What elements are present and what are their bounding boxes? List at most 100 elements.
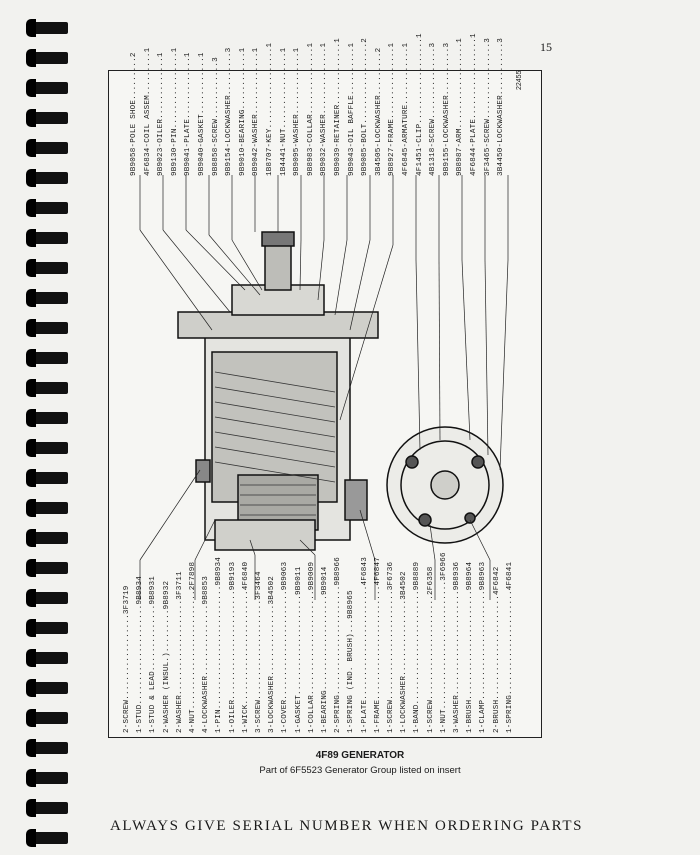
binding-ring bbox=[26, 109, 68, 127]
leader-lines-bottom bbox=[139, 469, 491, 600]
binding-ring bbox=[26, 259, 68, 277]
part-label: 1-STUD.....................9B8934 bbox=[136, 576, 145, 733]
part-label: 9B8983-COLLAR..............1 bbox=[306, 42, 315, 176]
part-label: 9B9010-BEARING............1 bbox=[238, 47, 247, 176]
part-label: 1-WICK........................4F6840 bbox=[241, 561, 250, 733]
part-label: 3F3465-SCREW................3 bbox=[483, 38, 492, 176]
part-label: 9B9130-PIN................1 bbox=[170, 47, 179, 176]
part-label: 1-SCREW.......................3F6736 bbox=[387, 561, 395, 733]
part-label: 4-LOCKWASHER...............9B8853 bbox=[202, 576, 211, 733]
part-label: 9B8858-SCREW............3 bbox=[211, 57, 220, 176]
binding-ring bbox=[26, 379, 68, 397]
part-label: 4F6844-PLATE.................1 bbox=[470, 33, 478, 176]
part-label: 4F1451-CLIP..................1 bbox=[415, 33, 424, 176]
part-label: 1-SCREW......................2F6358 bbox=[426, 566, 435, 734]
part-label: 9B9043-OIL BAFFLE..........1 bbox=[347, 42, 356, 176]
part-label: 1-COVER.......................9B9063 bbox=[281, 561, 290, 733]
part-label: 2-BRUSH......................4F6842 bbox=[492, 566, 501, 734]
shaft-nut bbox=[261, 231, 295, 247]
part-label: 1-FRAME........................4F6847 bbox=[373, 556, 382, 733]
part-label: 9B8987-ARM..................1 bbox=[456, 38, 465, 176]
part-label: 3-SCREW.....................3F3464 bbox=[255, 571, 263, 733]
part-label: 9B9085-BOLT.................2 bbox=[361, 38, 370, 176]
part-label: 1-STUD & LEAD..............9B8931 bbox=[149, 576, 158, 733]
ordering-notice: ALWAYS GIVE SERIAL NUMBER WHEN ORDERING … bbox=[110, 818, 584, 834]
armature-windings bbox=[214, 371, 336, 516]
part-label: 9B9155-LOCKWASHER..........3 bbox=[442, 42, 451, 176]
part-label: 1-PIN..........................9B8934 bbox=[215, 556, 224, 733]
binding-ring bbox=[26, 349, 68, 367]
binding-ring bbox=[26, 79, 68, 97]
part-label: 9B9095-WASHER.............1 bbox=[293, 47, 302, 176]
part-label: 2-SPRING.......................9B8966 bbox=[334, 556, 343, 733]
generator-housing bbox=[177, 231, 379, 551]
part-label: 2-SCREW..................3F3719 bbox=[123, 585, 131, 733]
binding-ring bbox=[26, 799, 68, 817]
binding-ring bbox=[26, 499, 68, 517]
part-label: 9B9154-LOCKWASHER.........3 bbox=[225, 47, 234, 176]
binding-ring bbox=[26, 139, 68, 157]
part-label: 1-CLAMP.......................9B8963 bbox=[479, 561, 488, 733]
figure-reference-number: 22455 bbox=[516, 70, 523, 90]
part-label: 4B1318-SCREW...............3 bbox=[429, 42, 438, 176]
part-label: 1-BRUSH.......................9B8964 bbox=[466, 561, 475, 733]
part-label: 9B9039-RETAINER.............1 bbox=[334, 38, 342, 176]
binding-ring bbox=[26, 559, 68, 577]
end-cover bbox=[214, 519, 316, 551]
part-label: 4F6845-ARMATURE............1 bbox=[402, 42, 410, 176]
part-label: 1B4441-NUT................1 bbox=[279, 47, 288, 176]
figure-title: 4F89 GENERATOR bbox=[315, 750, 405, 761]
brush-plate-hub bbox=[430, 470, 460, 500]
part-label: 3B4450-LOCKWASHER...........3 bbox=[497, 38, 506, 176]
part-label: 9B9058-POLE SHOE.........2 bbox=[130, 52, 138, 176]
binding-ring bbox=[26, 589, 68, 607]
part-label: 1-GASKET.....................9B9011 bbox=[294, 566, 303, 734]
binding-ring bbox=[26, 709, 68, 727]
binding-ring bbox=[26, 409, 68, 427]
binding-ring bbox=[26, 49, 68, 67]
part-label: 1-BAND........................9B8889 bbox=[413, 561, 422, 733]
end-plate-flange bbox=[177, 311, 379, 339]
binding-ring bbox=[26, 679, 68, 697]
binding-ring bbox=[26, 289, 68, 307]
binding-ring bbox=[26, 169, 68, 187]
part-label: 9B8927-FRAME...............1 bbox=[388, 42, 397, 176]
part-label: 1-SPRING......................4F6841 bbox=[505, 561, 514, 733]
part-label: 4-NUT.........................2F7898 bbox=[189, 561, 197, 733]
brush-plate bbox=[386, 426, 504, 544]
binding-ring bbox=[26, 199, 68, 217]
part-label: 1-OILER.......................9B9193 bbox=[228, 561, 237, 733]
part-label: 1-PLATE........................4F6843 bbox=[360, 556, 369, 733]
binding-ring bbox=[26, 229, 68, 247]
spiral-binding bbox=[0, 0, 70, 855]
part-label: 2-WASHER (INSUL.).........9B8932 bbox=[162, 580, 171, 733]
binding-ring bbox=[26, 739, 68, 757]
part-label: 1B8707-KEY.................1 bbox=[266, 42, 274, 176]
part-label: 9B9023-OILER.............1 bbox=[157, 52, 166, 176]
figure-subtitle: Part of 6F5523 Generator Group listed on… bbox=[259, 765, 461, 776]
binding-ring bbox=[26, 19, 68, 37]
binding-ring bbox=[26, 649, 68, 667]
part-label: 1-LOCKWASHER................3B4502 bbox=[400, 571, 409, 733]
binding-ring bbox=[26, 829, 68, 847]
part-label: 4F6834-COIL ASSEM.........1 bbox=[143, 47, 152, 176]
leader-lines-top bbox=[139, 175, 509, 471]
page-number: 15 bbox=[540, 40, 552, 54]
binding-ring bbox=[26, 769, 68, 787]
part-label: 2-WASHER....................3F3711 bbox=[175, 571, 184, 733]
binding-ring bbox=[26, 619, 68, 637]
brush-holder bbox=[344, 479, 368, 521]
part-label: 3-LOCKWASHER...............3B4502 bbox=[268, 576, 277, 733]
part-label: 1-COLLAR......................9B9009 bbox=[307, 561, 316, 733]
part-label: 9B9042-WASHER.............1 bbox=[252, 47, 261, 176]
binding-ring bbox=[26, 529, 68, 547]
binding-ring bbox=[26, 469, 68, 487]
binding-ring bbox=[26, 319, 68, 337]
part-label: 3-WASHER......................9B8936 bbox=[453, 561, 461, 733]
binding-ring bbox=[26, 439, 68, 457]
part-label: 9B9041-PLATE.............1 bbox=[184, 52, 193, 176]
terminal-stud bbox=[195, 459, 211, 483]
part-label: 1-BEARING....................9B9014 bbox=[321, 566, 329, 734]
part-label: 9B9040-GASKET............1 bbox=[198, 52, 206, 176]
